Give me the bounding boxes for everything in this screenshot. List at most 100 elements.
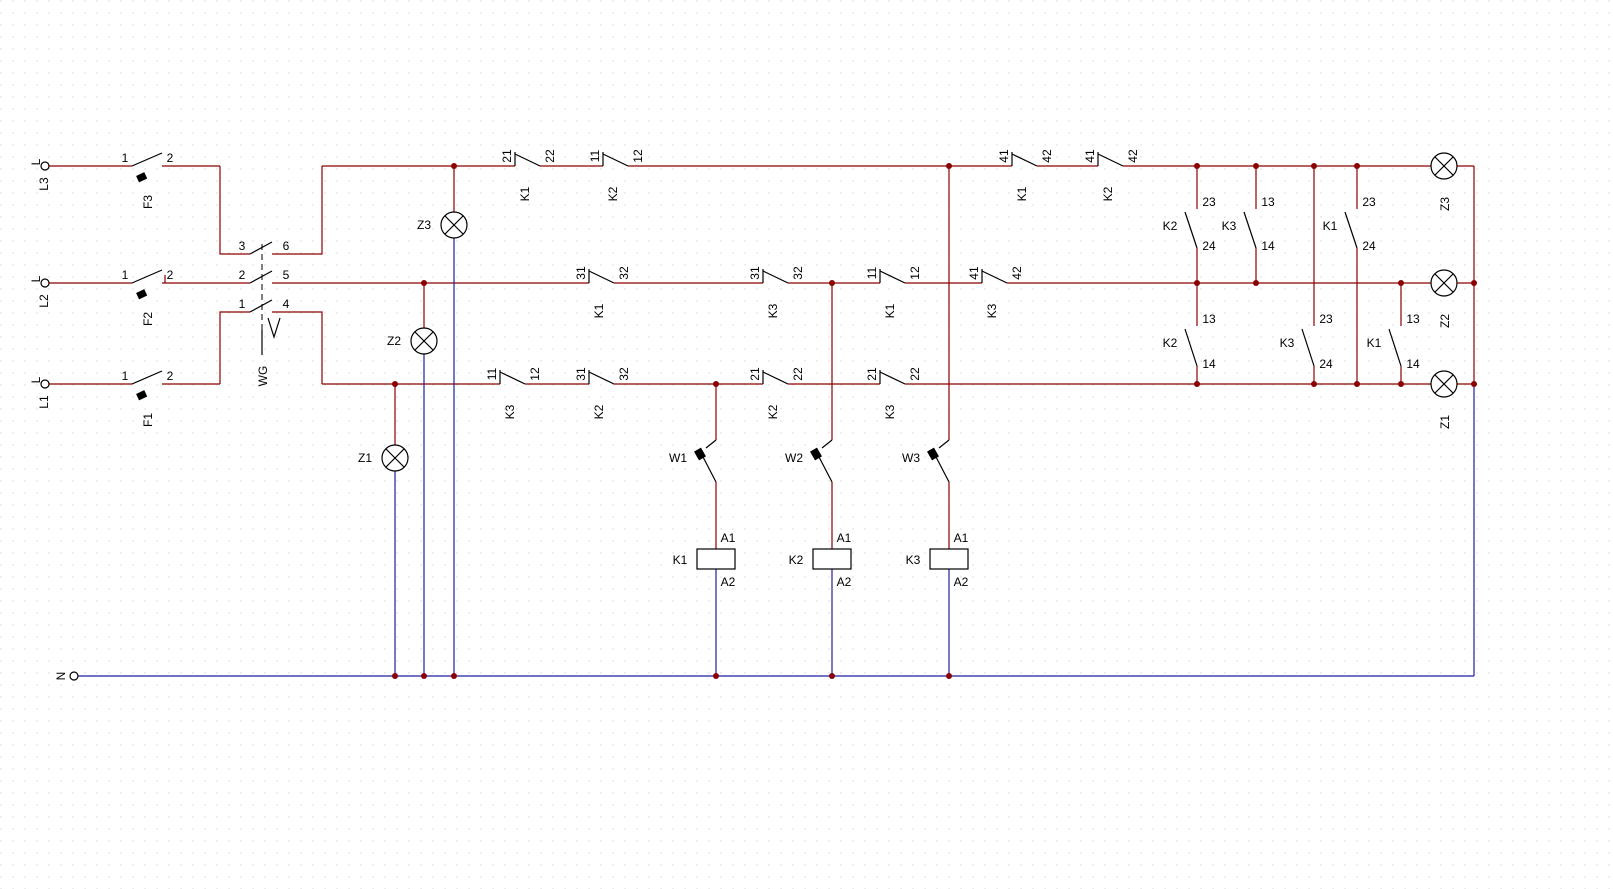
junction-dot <box>421 280 427 286</box>
pin-label: A2 <box>721 575 736 589</box>
pin-label: 41 <box>997 149 1011 163</box>
lamp-z1: Z1 <box>358 444 409 472</box>
contact-label: K1 <box>883 303 897 318</box>
fuse-actuator <box>136 289 148 300</box>
pin-label: 24 <box>1202 239 1216 253</box>
contact-label: K1 <box>592 303 606 318</box>
switch-actuator <box>927 447 939 461</box>
contact-blade <box>499 371 526 385</box>
coil-label: K1 <box>673 553 688 567</box>
junction-dot <box>1398 381 1404 387</box>
coil-box <box>812 548 852 570</box>
pin-label: 14 <box>1202 357 1216 371</box>
fuse-actuator <box>136 390 148 401</box>
lamp-cross <box>1434 156 1454 176</box>
pin-label: 32 <box>791 266 805 280</box>
contact-label: K3 <box>985 303 999 318</box>
terminal-circle <box>69 671 79 681</box>
contact-blade <box>762 371 789 385</box>
contact-blade <box>1097 153 1124 167</box>
contact-label: K2 <box>1163 219 1178 233</box>
contact-blade <box>514 153 541 167</box>
pin-label: 22 <box>908 367 922 381</box>
fuse-blade <box>131 152 163 167</box>
pin-label: 42 <box>1126 149 1140 163</box>
lamp-label: Z2 <box>1438 314 1452 328</box>
lamp-z3: Z3 <box>417 211 468 239</box>
switch-blade <box>817 454 833 483</box>
junction-dot <box>1194 381 1200 387</box>
switch-label: WG <box>256 366 270 387</box>
contact-blade <box>1344 211 1358 249</box>
pin-label: 31 <box>748 266 762 280</box>
terminal-label: N <box>54 672 68 681</box>
pin-label: 23 <box>1202 195 1216 209</box>
pin-label: 14 <box>1406 357 1420 371</box>
contact-blade <box>602 153 629 167</box>
switch-pole <box>249 299 273 313</box>
terminal-label: L2 <box>37 294 51 308</box>
pin-label: 14 <box>1261 239 1275 253</box>
pin-label: 23 <box>1319 312 1333 326</box>
fuse-blade <box>131 370 163 385</box>
switch-stop <box>705 439 717 449</box>
coil-box <box>929 548 969 570</box>
coil-label: K2 <box>789 553 804 567</box>
junction-dot <box>451 673 457 679</box>
terminal-sub-label: L <box>29 275 43 282</box>
terminal-circle <box>40 161 50 171</box>
pin-label: 1 <box>122 268 129 282</box>
terminal-l1: L1L <box>29 376 51 408</box>
switch-actuator <box>267 317 281 339</box>
contact-label: K2 <box>766 404 780 419</box>
pin-label: 1 <box>122 369 129 383</box>
pin-label: 11 <box>485 367 499 380</box>
terminal-label: L1 <box>37 395 51 409</box>
pin-label: 24 <box>1319 357 1333 371</box>
fuse-label: F3 <box>141 195 155 209</box>
terminal-circle <box>40 379 50 389</box>
pin-label: 31 <box>574 266 588 280</box>
push-switch-w2: W2 <box>785 439 833 483</box>
pin-label: 11 <box>865 266 879 279</box>
pin-label: 32 <box>617 266 631 280</box>
junction-dot <box>713 673 719 679</box>
push-switch-w1: W1 <box>669 439 717 483</box>
contact-label: K3 <box>766 303 780 318</box>
no-contact-k2-23: 23 24 K2 <box>1163 195 1216 253</box>
contact-label: K1 <box>518 186 532 201</box>
lamp-cross <box>1434 374 1454 394</box>
switch-blade <box>934 454 950 483</box>
fuse-label: F2 <box>141 312 155 326</box>
pin-label: A1 <box>837 531 852 545</box>
switch-pole <box>249 270 273 284</box>
pin-label: 24 <box>1362 239 1376 253</box>
switch-blade <box>701 454 717 483</box>
contact-blade <box>1184 328 1198 367</box>
switch-stop <box>821 439 833 449</box>
lamp-cross <box>1434 273 1454 293</box>
junction-dot <box>1253 280 1259 286</box>
pin-label: 2 <box>167 369 174 383</box>
contact-blade <box>1301 328 1315 367</box>
contact-label: K1 <box>1323 219 1338 233</box>
contact-blade <box>879 270 906 284</box>
junction-dot <box>1194 163 1200 169</box>
pin-label: 4 <box>283 297 290 311</box>
